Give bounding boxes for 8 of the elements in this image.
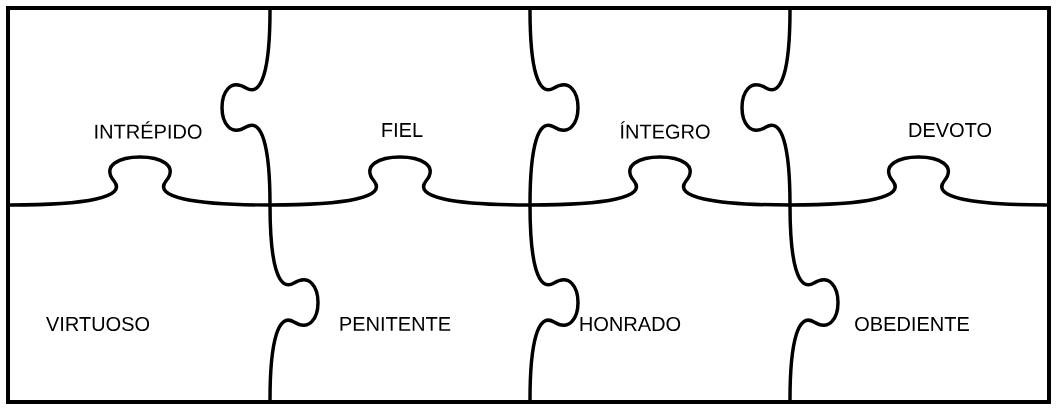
piece-label: FIEL <box>382 123 423 137</box>
piece-label: ÍNTEGRO <box>620 121 710 139</box>
piece-label: OBEDIENTE <box>855 316 969 332</box>
piece-label: VIRTUOSO <box>46 316 150 332</box>
piece-label: INTRÉPIDO <box>95 121 202 139</box>
piece-label: PENITENTE <box>340 317 451 331</box>
piece-label: DEVOTO <box>909 122 992 138</box>
piece-label: HONRADO <box>580 316 681 332</box>
